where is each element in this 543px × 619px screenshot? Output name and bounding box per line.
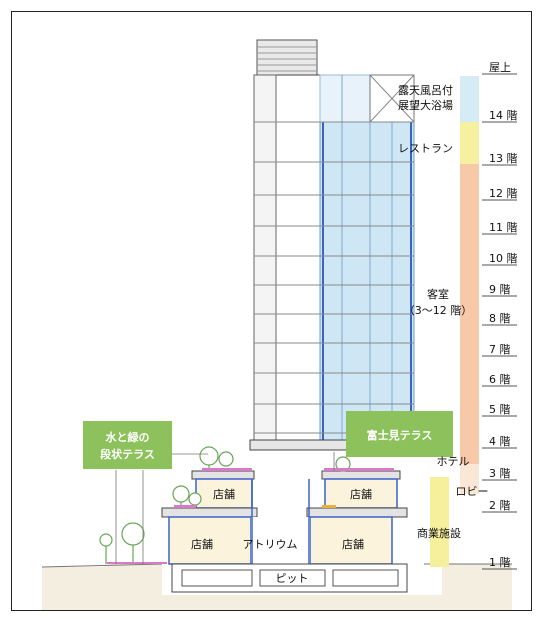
zone-bar-hotel-lobby	[460, 464, 479, 494]
left-upper-slab	[191, 470, 255, 480]
shop-label-left-upper: 店舗	[213, 487, 235, 501]
atrium-label: アトリウム	[243, 538, 298, 551]
tower-floor-lines	[254, 121, 414, 434]
floor-label: 14 階	[489, 108, 518, 122]
atrium-space	[251, 517, 310, 564]
floor-label: 4 階	[489, 434, 511, 448]
zone-bar-restaurant	[460, 122, 479, 164]
right-upper-shop	[324, 478, 398, 509]
flower-beds	[107, 468, 394, 564]
floor-label: 12 階	[489, 186, 518, 200]
floor-label: 10 階	[489, 251, 518, 265]
left-mid-slab	[161, 507, 258, 518]
pit-cell-2	[259, 569, 326, 587]
floor-labels: 屋上 14 階 13 階 12 階 11 階 10 階 9 階 8 階 7 階 6 階 5 階 4 階…	[482, 61, 518, 570]
floor-label: 9 階	[489, 282, 511, 296]
floor-label: 1 階	[489, 555, 511, 569]
ground	[42, 564, 512, 610]
diagram-frame: 水と緑の 段状テラス 富士見テラス 店舗 店舗 店舗 アトリウム 店舗 ピット …	[11, 11, 532, 611]
zone-restaurant: レストラン	[398, 142, 453, 155]
floor-label: 11 階	[489, 220, 518, 234]
terrace-callout-line1: 水と緑の	[106, 430, 150, 444]
terrace-callout-line2: 段状テラス	[100, 447, 155, 461]
floor-label: 3 階	[489, 466, 511, 480]
ground-line	[41, 563, 163, 568]
right-upper-slab	[321, 470, 401, 480]
floor-label: 7 階	[489, 342, 511, 356]
zone-bar-commercial	[430, 477, 449, 567]
fuji-callout-label: 富士見テラス	[367, 428, 433, 442]
zone-bath-line2: 展望大浴場	[398, 98, 453, 112]
shop-label-left-lower: 店舗	[191, 537, 213, 551]
floor-label: 屋上	[489, 61, 511, 74]
glass-facade	[319, 121, 415, 441]
shop-label-right-upper: 店舗	[350, 487, 372, 501]
zone-rooms-line1: 客室	[427, 287, 449, 301]
floor-label: 2 階	[489, 498, 511, 512]
upper-glass	[319, 74, 371, 123]
zone-rooms-line2: （3～12 階）	[404, 303, 473, 317]
shop-label-right-lower: 店舗	[342, 537, 364, 551]
floor-label: 6 階	[489, 372, 511, 386]
pit-cell-1	[181, 569, 253, 587]
zone-lobby: ロビー	[456, 485, 489, 498]
right-mid-slab	[306, 507, 408, 518]
rooftop-machinery	[256, 39, 318, 76]
pit-label: ピット	[276, 572, 309, 585]
fuji-callout-box	[346, 411, 453, 457]
rooftop-louvers	[257, 46, 317, 72]
zone-commercial: 商業施設	[417, 526, 461, 540]
pit-cell-3	[332, 569, 399, 587]
tower-core	[253, 74, 277, 441]
zone-bar-rooms	[460, 164, 479, 464]
zone-bath-line1: 露天風呂付	[398, 84, 453, 97]
floor-label: 13 階	[489, 151, 518, 165]
floor-label: 5 階	[489, 402, 511, 416]
zone-hotel: ホテル	[437, 455, 470, 468]
left-lower-shop	[168, 516, 252, 565]
terrace-callout-box	[83, 421, 172, 469]
floor-label: 8 階	[489, 311, 511, 325]
building-section-diagram: 水と緑の 段状テラス 富士見テラス 店舗 店舗 店舗 アトリウム 店舗 ピット …	[41, 39, 518, 610]
zone-bar-bath	[460, 76, 479, 122]
